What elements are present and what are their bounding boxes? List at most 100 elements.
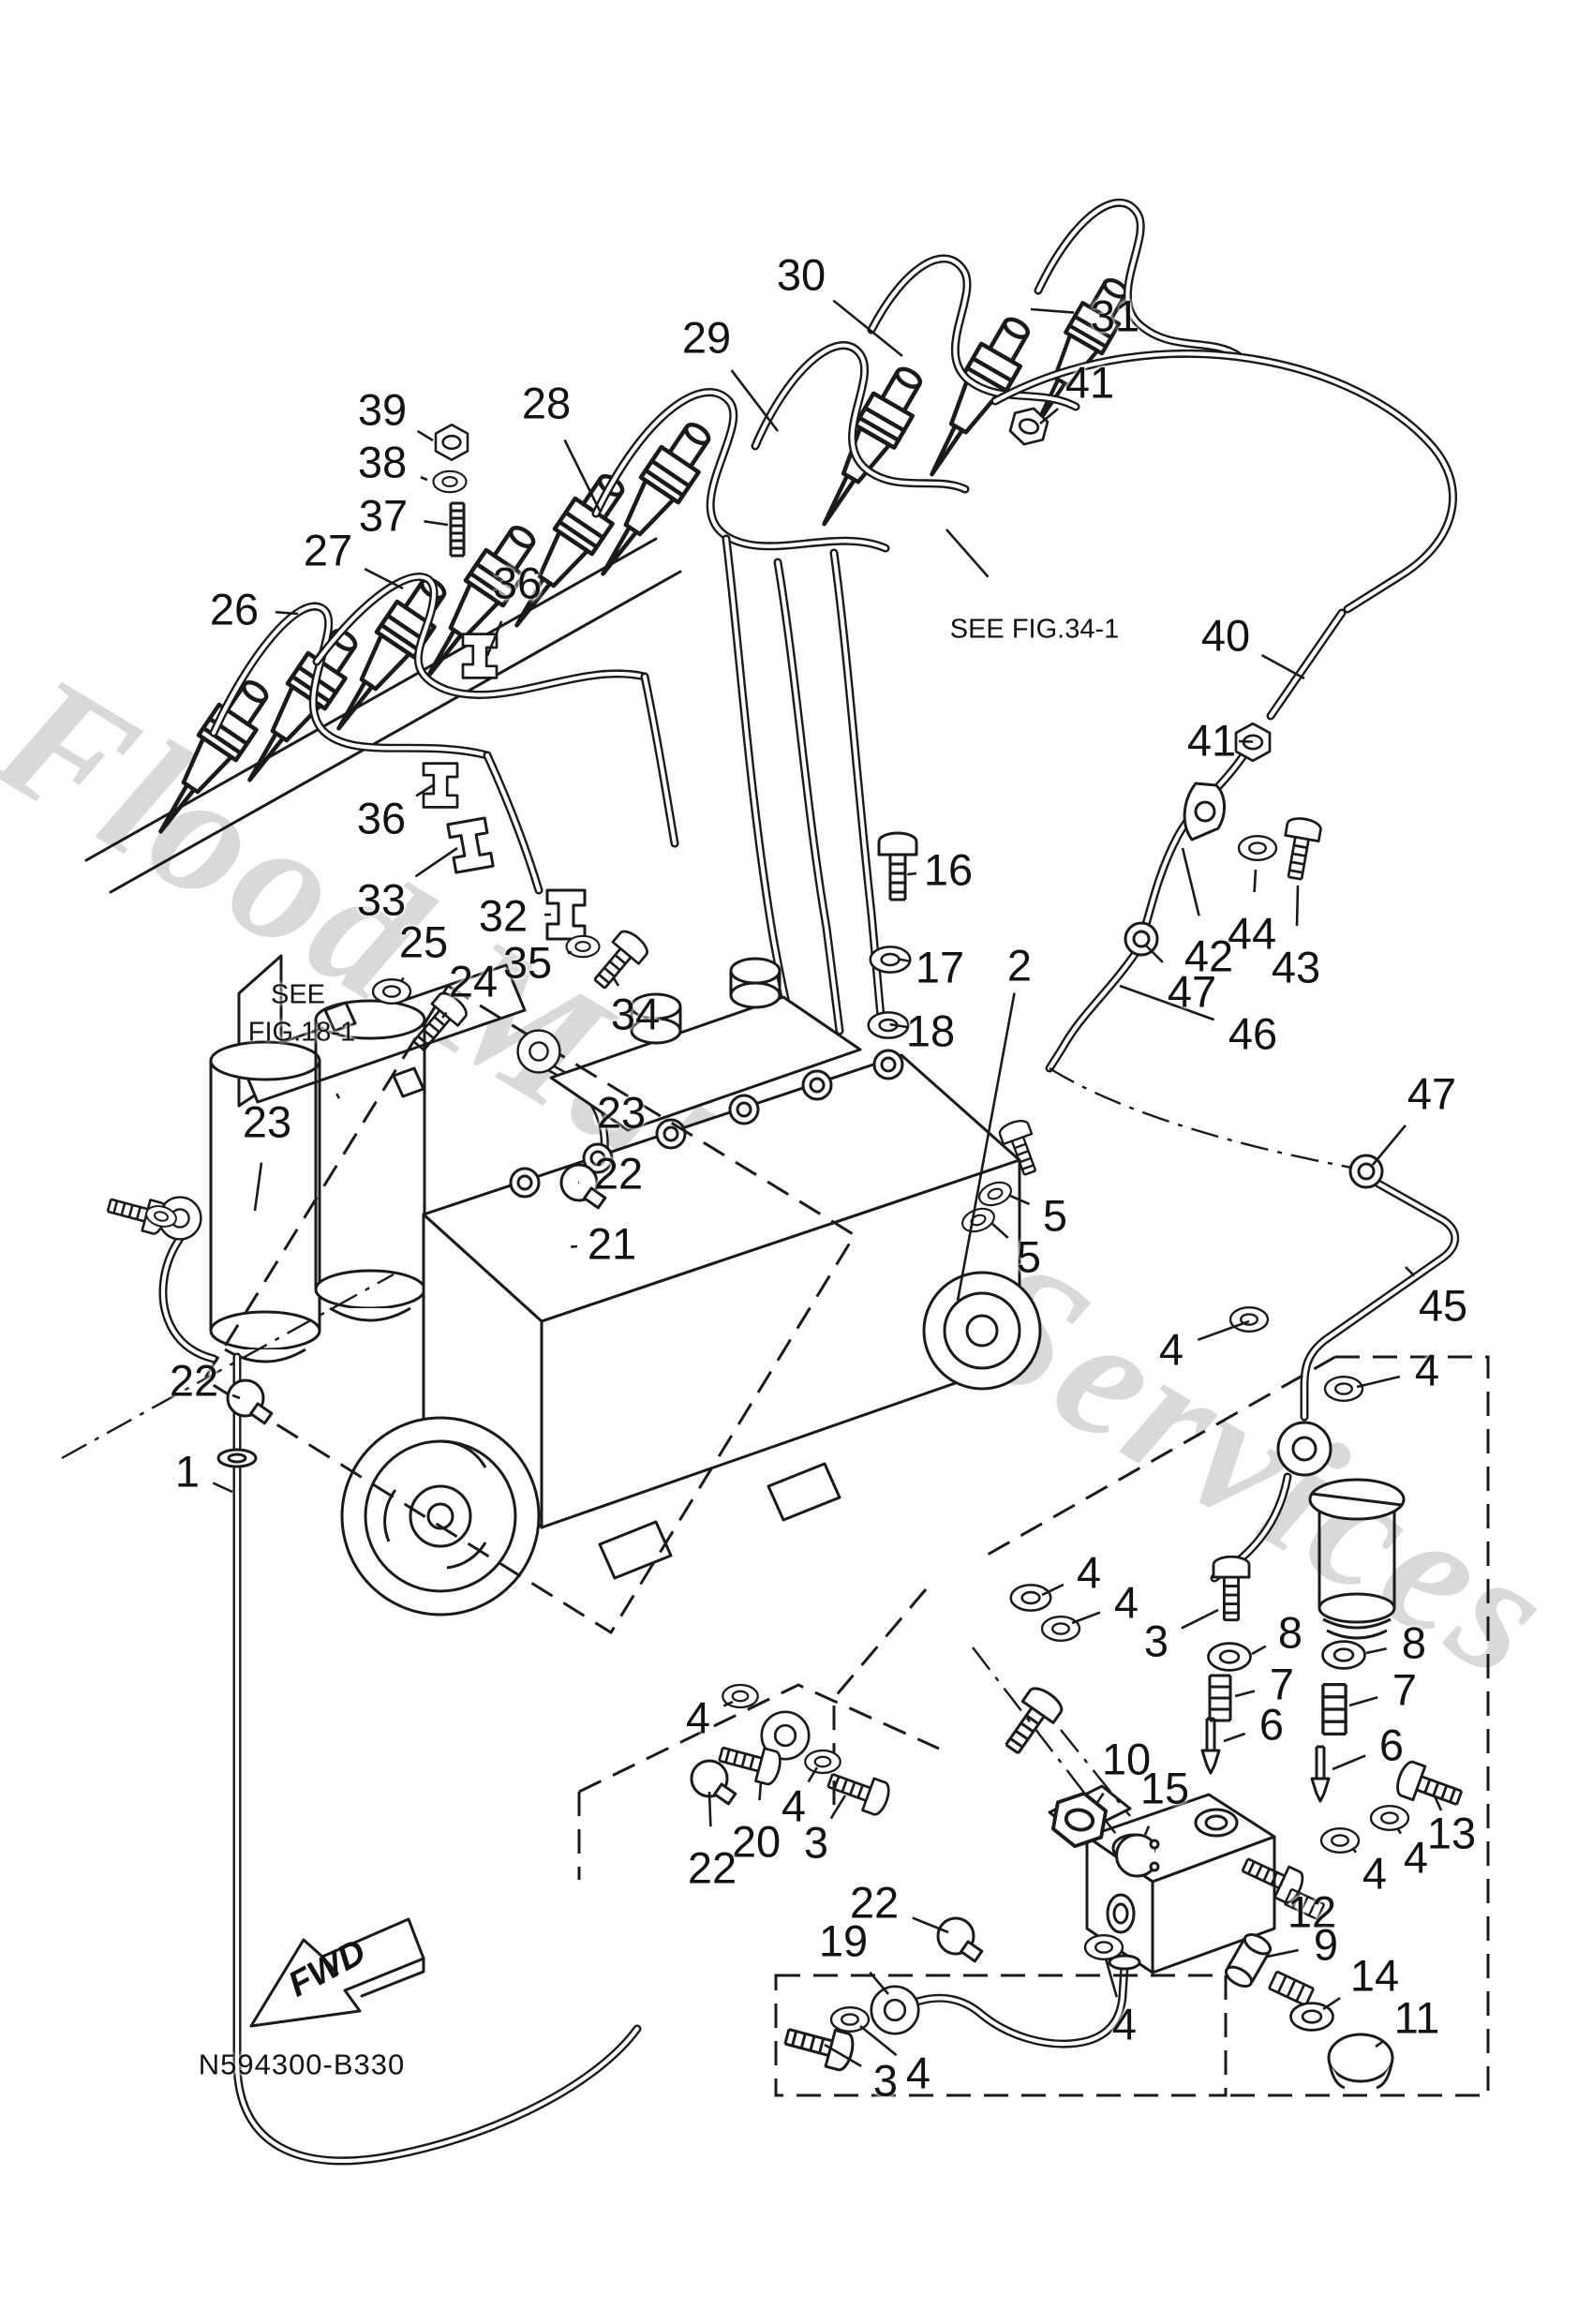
- leader-lines: [212, 299, 1443, 2067]
- leader-line-28: [563, 439, 602, 512]
- leader-line-4: [1197, 1319, 1250, 1342]
- part-callout-20: 20: [731, 1816, 782, 1867]
- leader-line-42: [1181, 847, 1200, 916]
- part-callout-13: 13: [1426, 1808, 1477, 1858]
- part-callout-26: 26: [209, 584, 260, 634]
- part-callout-17: 17: [915, 942, 965, 992]
- leader-line-6: [1332, 1754, 1366, 1771]
- leader-line-29: [730, 369, 780, 432]
- leader-line-43: [1295, 885, 1300, 927]
- leader-line-9: [1266, 1948, 1299, 1959]
- part-callout-22: 22: [169, 1355, 219, 1406]
- leader-line-47: [1144, 944, 1164, 963]
- part-callout-4: 4: [1403, 1832, 1429, 1883]
- drawing-number: N594300-B330: [198, 2048, 406, 2081]
- leader-line-19: [869, 1971, 889, 1995]
- hose-bracket: [1183, 782, 1226, 842]
- part-callout-4: 4: [1158, 1324, 1184, 1375]
- part-callout-4: 4: [905, 2048, 931, 2098]
- leader-line-11: [1375, 2040, 1384, 2048]
- leader-line-36: [415, 783, 434, 797]
- leader-line-5: [1009, 1194, 1031, 1206]
- hose-1: [216, 1448, 642, 2166]
- leader-line-15: [1143, 1825, 1151, 1836]
- part-callout-6: 6: [1378, 1720, 1405, 1770]
- part-callout-5: 5: [1042, 1190, 1068, 1241]
- part-callout-33: 33: [356, 874, 407, 925]
- leader-line-46: [1119, 984, 1215, 1021]
- part-callout-1: 1: [174, 1446, 201, 1497]
- leader-line-4: [1356, 1375, 1401, 1389]
- leader-line-4: [722, 1700, 734, 1707]
- part-callout-29: 29: [681, 312, 732, 363]
- part-callout-4: 4: [1076, 1547, 1102, 1598]
- leader-line-4: [1104, 1958, 1119, 1998]
- part-callout-7: 7: [1392, 1664, 1418, 1715]
- part-callout-8: 8: [1277, 1607, 1303, 1658]
- leader-line-2: [956, 992, 1016, 1302]
- leader-line-FIG-18-1: [335, 1093, 341, 1099]
- part-callout-22: 22: [593, 1148, 644, 1199]
- part-callout-4: 4: [1414, 1345, 1440, 1395]
- part-callout-23: 23: [596, 1087, 647, 1138]
- part-callout-28: 28: [521, 378, 572, 428]
- leader-line-3: [829, 1795, 847, 1820]
- leader-line-37: [424, 520, 449, 527]
- leader-line-30: [832, 299, 903, 358]
- leader-line-4: [1041, 1583, 1064, 1597]
- leader-line-14: [1322, 1997, 1341, 2011]
- oil-filler-cap: [1308, 1478, 1406, 1640]
- part-callout-32: 32: [478, 890, 528, 941]
- leader-line-21: [571, 1244, 578, 1248]
- part-callout-9: 9: [1313, 1919, 1339, 1970]
- part-callout-47: 47: [1407, 1068, 1457, 1119]
- leader-line-10: [1094, 1792, 1105, 1805]
- part-callout-22: 22: [849, 1877, 900, 1928]
- leader-line-16: [907, 872, 917, 876]
- part-callout-35: 35: [502, 937, 553, 988]
- leader-line-3: [1181, 1608, 1219, 1630]
- part-callout-44: 44: [1227, 908, 1277, 959]
- leader-line-31: [1030, 307, 1075, 314]
- part-callout-FIG-18-1: FIG.18-1: [247, 1017, 356, 1048]
- leader-line-34: [613, 977, 620, 987]
- part-callout-27: 27: [303, 525, 353, 575]
- part-callout-2: 2: [1006, 940, 1033, 991]
- fuel-hoses-right: [990, 349, 1460, 1583]
- leader-line-22: [912, 1916, 949, 1934]
- part-callout-22: 22: [687, 1842, 737, 1893]
- part-callout-41: 41: [1064, 357, 1115, 408]
- part-callout-24: 24: [448, 956, 499, 1006]
- part-callout-4: 4: [1362, 1848, 1388, 1899]
- part-callout-36: 36: [492, 558, 543, 608]
- leader-line-8: [1251, 1645, 1267, 1656]
- leader-line-25: [399, 976, 405, 983]
- part-callout-39: 39: [357, 384, 408, 435]
- part-callout-3: 3: [803, 1817, 829, 1868]
- leader-line-41: [1039, 408, 1059, 425]
- leader-line-47: [1371, 1125, 1407, 1166]
- leader-line-4: [1396, 1828, 1403, 1835]
- part-callout-6: 6: [1258, 1699, 1285, 1750]
- leader-line-17: [899, 958, 912, 963]
- part-callout-41: 41: [1186, 715, 1237, 766]
- leader-line-SEE-FIG-34-1: [945, 529, 990, 578]
- part-callout-4: 4: [781, 1780, 807, 1831]
- leader-line-3: [824, 2043, 862, 2067]
- part-callout-3: 3: [872, 2055, 899, 2106]
- leader-line-20: [758, 1781, 763, 1801]
- part-callout-37: 37: [358, 490, 409, 541]
- leader-line-8: [1365, 1647, 1387, 1655]
- leader-line-6: [1223, 1732, 1246, 1743]
- part-callout-10: 10: [1101, 1734, 1152, 1784]
- part-callout-SEE-FIG-34-1: SEE FIG.34-1: [949, 614, 1120, 645]
- dashed-outlines: [201, 983, 1490, 2097]
- leader-line-22: [231, 1393, 241, 1400]
- part-callout-25: 25: [398, 916, 449, 967]
- part-callout-3: 3: [1143, 1616, 1169, 1666]
- part-callout-40: 40: [1200, 610, 1251, 661]
- part-callout-15: 15: [1139, 1763, 1190, 1813]
- part-callout-4: 4: [1111, 1999, 1138, 2049]
